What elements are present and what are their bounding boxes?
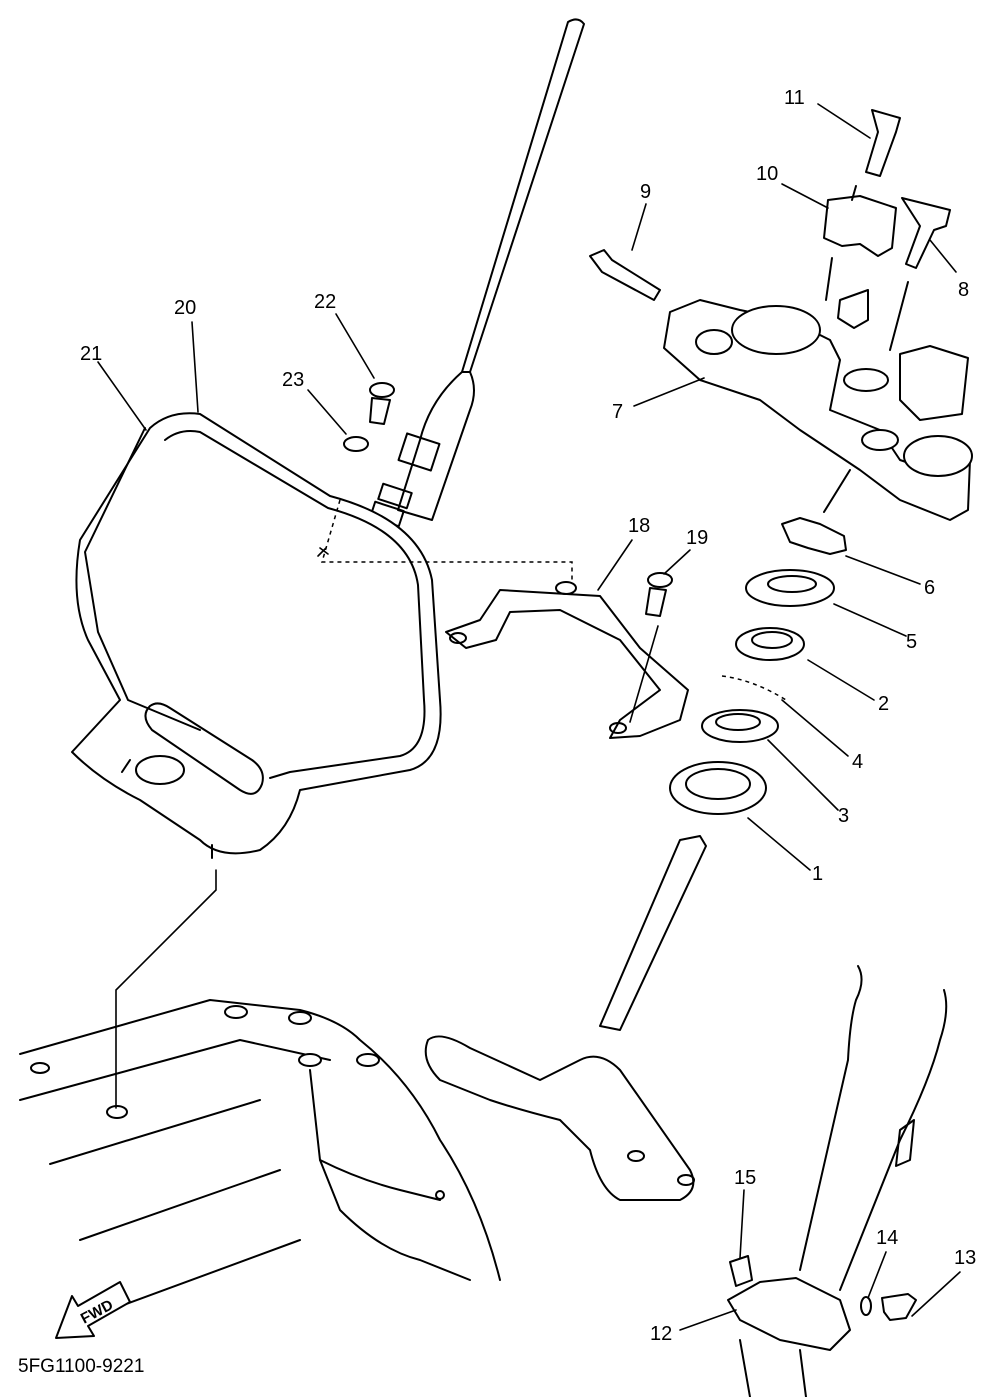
- diagram-code: 5FG1100-9221: [18, 1356, 144, 1377]
- callout-15: 15: [734, 1167, 756, 1189]
- callout-3: 3: [838, 805, 849, 827]
- callout-22: 22: [314, 291, 336, 313]
- leader-lines: [97, 103, 961, 1331]
- fwd-arrow: FWD: [55, 1281, 131, 1339]
- screws: [343, 382, 673, 617]
- callout-20: 20: [174, 297, 196, 319]
- callout-13: 13: [954, 1247, 976, 1269]
- steering-stem: [424, 517, 847, 1201]
- callout-21: 21: [80, 343, 102, 365]
- callout-23: 23: [282, 369, 304, 391]
- callout-8: 8: [958, 279, 969, 301]
- front-fender: [19, 999, 501, 1311]
- callout-14: 14: [876, 1227, 898, 1249]
- callout-1: 1: [812, 863, 823, 885]
- callout-6: 6: [924, 577, 935, 599]
- cable-tube: [369, 18, 585, 528]
- callout-2: 2: [878, 693, 889, 715]
- plate-stay-bracket: [445, 581, 689, 739]
- callout-18: 18: [628, 515, 650, 537]
- callout-4: 4: [852, 751, 863, 773]
- number-plate: [71, 412, 442, 859]
- callout-12: 12: [650, 1323, 672, 1345]
- fork-clamp: [727, 965, 948, 1397]
- callout-10: 10: [756, 163, 778, 185]
- connector-lines: [115, 499, 659, 1109]
- callout-11: 11: [784, 87, 805, 109]
- upper-bracket: [589, 109, 973, 521]
- callout-19: 19: [686, 527, 708, 549]
- callout-5: 5: [906, 631, 917, 653]
- callout-labels: 1 2 3 4 5 6 7 8 9 10 11 12 13 14 15 18 1…: [80, 87, 976, 1345]
- callout-7: 7: [612, 401, 623, 423]
- callout-9: 9: [640, 181, 651, 203]
